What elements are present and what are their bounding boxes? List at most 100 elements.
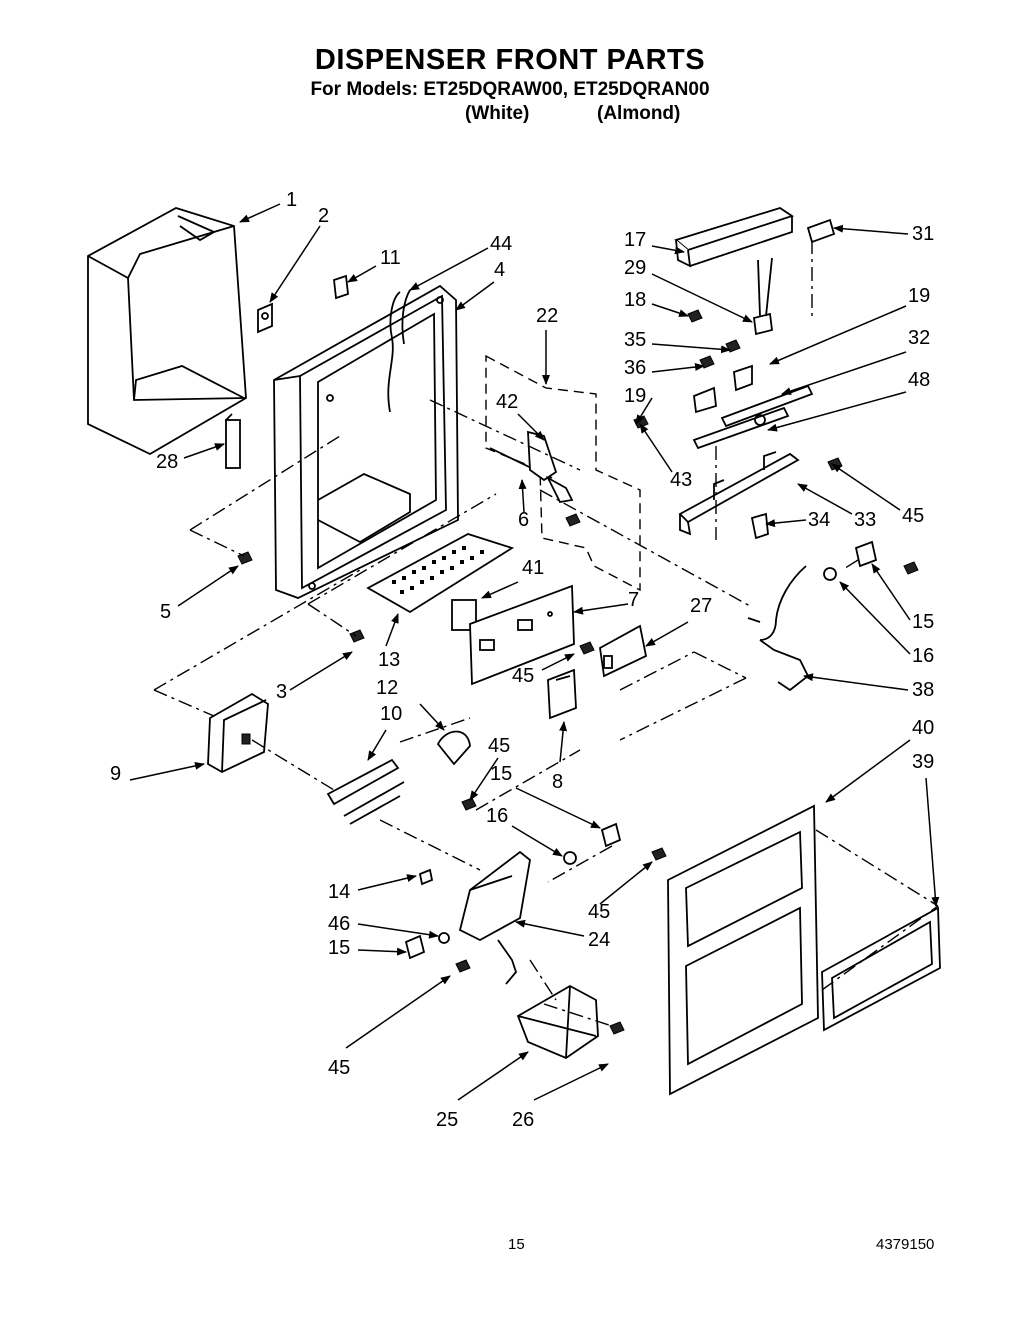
leader-arrow — [367, 729, 387, 761]
callout-label: 36 — [624, 357, 646, 379]
leader-arrow — [651, 303, 689, 317]
callout-label: 7 — [628, 589, 639, 611]
callout-label: 38 — [912, 679, 934, 701]
clip-part-15-mid — [600, 822, 622, 848]
switch-part-29 — [753, 257, 773, 336]
leader-arrow — [635, 397, 653, 425]
leader-arrow — [559, 721, 568, 763]
callout-label: 17 — [624, 229, 646, 251]
callout-label: 34 — [808, 509, 830, 531]
block-part-28 — [225, 413, 241, 469]
spring-part-16-right — [823, 567, 837, 581]
lever-part-24 — [458, 850, 531, 985]
bracket-plate-part-7 — [469, 584, 575, 686]
channel-part-17 — [674, 207, 795, 268]
clip-part-31 — [806, 218, 836, 244]
leader-arrow — [511, 825, 563, 857]
callout-label: 2 — [318, 205, 329, 227]
callout-label: 45 — [588, 901, 610, 923]
leader-arrow — [833, 224, 909, 235]
clip-part-2 — [257, 302, 273, 334]
leader-arrow — [455, 281, 495, 311]
leader-arrows — [129, 203, 940, 1101]
callout-label: 45 — [488, 735, 510, 757]
leader-arrow — [419, 703, 445, 731]
leader-arrow — [651, 245, 685, 255]
callout-label: 16 — [912, 645, 934, 667]
callout-label: 11 — [380, 247, 401, 269]
leader-arrow — [518, 479, 527, 513]
leader-arrow — [183, 443, 225, 459]
connector-part-11 — [333, 274, 411, 413]
callout-label: 9 — [110, 763, 121, 785]
leader-arrow — [347, 265, 377, 283]
callout-labels: 1 2 11 44 4 22 42 6 43 19 17 29 31 18 35… — [110, 189, 934, 1131]
lever-part-38 — [747, 565, 810, 692]
bracket-part-27 — [599, 624, 648, 678]
callout-label: 27 — [690, 595, 712, 617]
callout-label: 35 — [624, 329, 646, 351]
washer-part-46 — [438, 932, 450, 944]
leader-arrow — [573, 603, 629, 615]
leader-arrow — [639, 423, 673, 473]
leader-arrow — [357, 923, 439, 939]
callout-label: 3 — [276, 681, 287, 703]
spring-part-16-mid — [563, 851, 577, 865]
leader-arrow — [177, 565, 239, 607]
switch-part-19-upper — [733, 364, 753, 392]
actuator-part-42 — [489, 430, 574, 503]
callout-label: 12 — [376, 677, 398, 699]
variant-white-label: (White) — [465, 103, 530, 124]
callout-label: 28 — [156, 451, 178, 473]
callout-label: 13 — [378, 649, 400, 671]
callout-label: 15 — [912, 611, 934, 633]
callout-label: 43 — [670, 469, 692, 491]
callout-label: 33 — [854, 509, 876, 531]
callout-label: 16 — [486, 805, 508, 827]
callout-label: 29 — [624, 257, 646, 279]
models-line: For Models: ET25DQRAW00, ET25DQRAN00 — [310, 79, 710, 100]
module-part-9 — [207, 692, 269, 774]
callout-label: 46 — [328, 913, 350, 935]
leader-arrow — [825, 739, 911, 803]
clip-part-15-right — [854, 540, 878, 568]
callout-label: 5 — [160, 601, 171, 623]
callout-label: 26 — [512, 1109, 534, 1131]
leader-arrow — [767, 391, 907, 432]
leader-arrow — [831, 463, 901, 511]
leader-arrow — [357, 874, 417, 891]
callout-label: 4 — [494, 259, 505, 281]
callout-label: 41 — [522, 557, 544, 579]
leader-arrow — [469, 757, 499, 801]
leader-arrow — [289, 651, 353, 691]
leader-arrow — [385, 613, 399, 647]
callout-label: 8 — [552, 771, 563, 793]
grille-part-13 — [366, 533, 515, 614]
page-title: DISPENSER FRONT PARTS — [314, 44, 706, 76]
callout-label: 14 — [328, 881, 350, 903]
panel-part-39 — [821, 906, 941, 1032]
leader-arrow — [409, 247, 489, 291]
page-number: 15 — [508, 1236, 525, 1253]
leader-arrow — [871, 563, 911, 621]
leader-arrow — [345, 975, 451, 1049]
dispenser-frame-part — [273, 284, 459, 599]
callout-label: 39 — [912, 751, 934, 773]
leader-arrow — [797, 483, 853, 515]
door-panel-part-40 — [667, 804, 819, 1096]
callout-label: 19 — [908, 285, 930, 307]
callout-label: 6 — [518, 509, 529, 531]
clip-part-14 — [418, 868, 434, 886]
leader-arrow — [769, 305, 907, 365]
cover-part-12 — [436, 730, 471, 766]
callout-label: 40 — [912, 717, 934, 739]
document-number: 4379150 — [876, 1236, 935, 1253]
leader-arrow — [515, 787, 601, 829]
callout-label: 48 — [908, 369, 930, 391]
assembly-lines — [153, 240, 939, 1027]
leader-arrow — [239, 203, 281, 223]
callout-label: 22 — [536, 305, 558, 327]
callout-label: 1 — [286, 189, 297, 211]
leader-arrow — [533, 1063, 609, 1101]
bracket-part-10 — [326, 758, 405, 825]
